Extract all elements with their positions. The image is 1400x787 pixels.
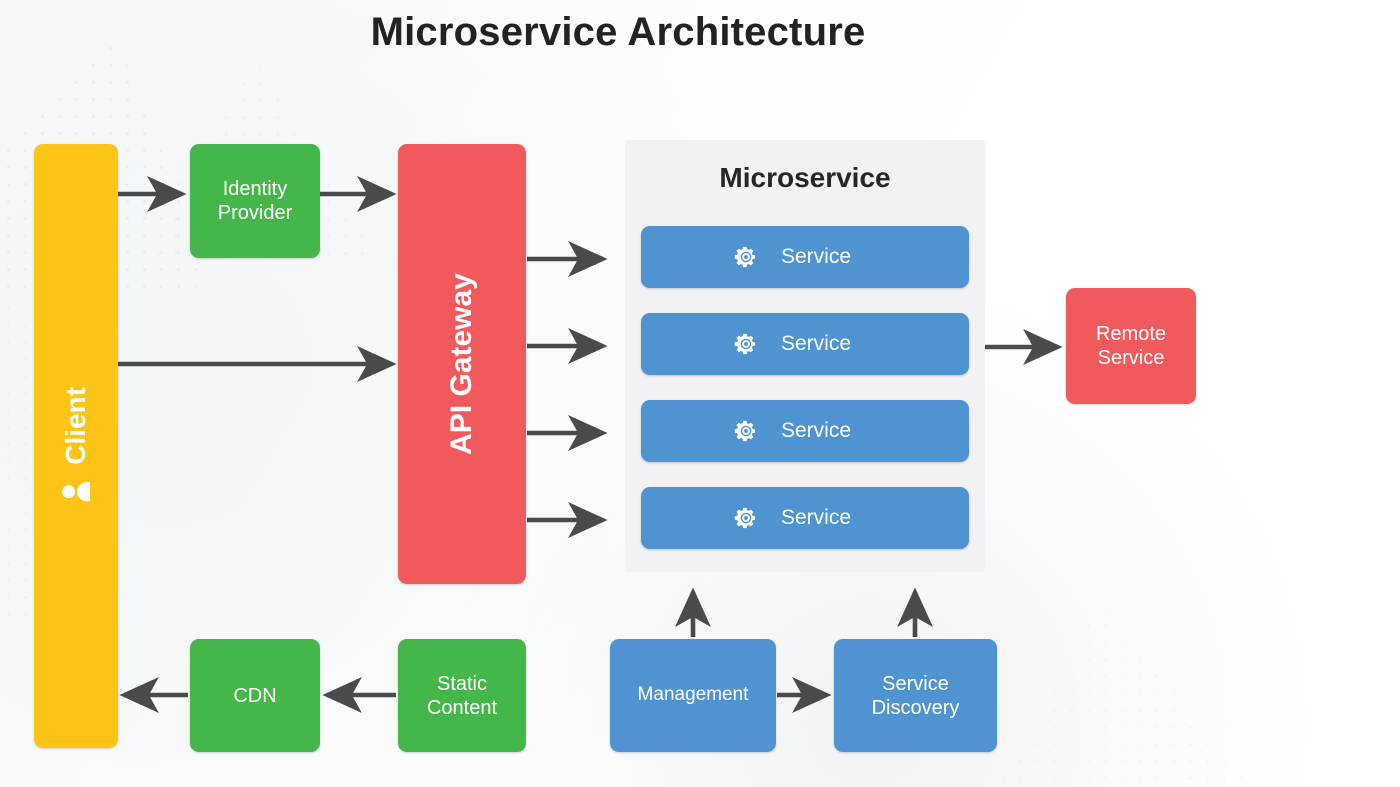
service-label: Service xyxy=(781,419,852,442)
client-label: Client xyxy=(60,387,92,465)
service-row[interactable]: Service xyxy=(641,487,969,549)
service-label: Service xyxy=(781,332,852,355)
microservice-panel: Microservice Service Service xyxy=(625,140,985,572)
node-remote-service[interactable]: Remote Service xyxy=(1066,288,1196,404)
background-dot-texture xyxy=(995,600,1255,787)
person-icon xyxy=(61,479,91,505)
node-api-gateway[interactable]: API Gateway xyxy=(398,144,526,584)
microservice-panel-title: Microservice xyxy=(719,162,891,193)
node-identity-provider[interactable]: Identity Provider xyxy=(190,144,320,258)
node-service-discovery[interactable]: Service Discovery xyxy=(834,639,997,752)
node-cdn[interactable]: CDN xyxy=(190,639,320,752)
node-management[interactable]: Management xyxy=(610,639,776,752)
node-static-content[interactable]: Static Content xyxy=(398,639,526,752)
service-row[interactable]: Service xyxy=(641,313,969,375)
gear-icon xyxy=(733,505,759,531)
gear-icon xyxy=(733,331,759,357)
diagram-title: Microservice Architecture xyxy=(370,10,866,54)
service-label: Service xyxy=(781,506,852,529)
api-gateway-label: API Gateway xyxy=(445,273,478,455)
service-row[interactable]: Service xyxy=(641,400,969,462)
service-label: Service xyxy=(781,245,852,268)
gear-icon xyxy=(733,418,759,444)
service-row[interactable]: Service xyxy=(641,226,969,288)
node-client[interactable]: Client xyxy=(34,144,118,748)
gear-icon xyxy=(733,244,759,270)
